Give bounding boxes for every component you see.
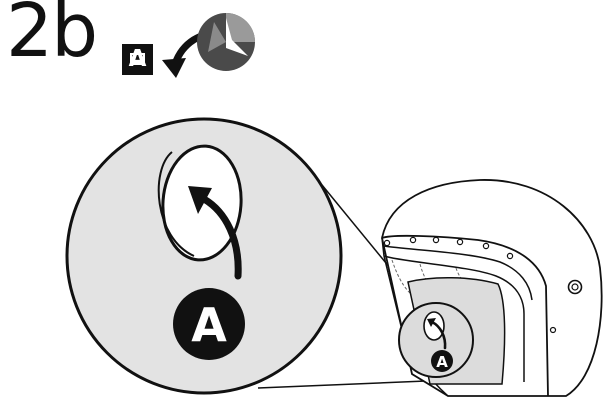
zoom-callout-label: A (191, 298, 227, 352)
zoom-detail-circle (65, 117, 343, 395)
part-badge-label: A (126, 48, 150, 71)
part-badge: A (122, 44, 153, 75)
helmet-rivets (383, 236, 514, 260)
helmet-callout-label: A (436, 353, 448, 371)
helmet-detail-circle (398, 302, 474, 378)
step-number: 2b (6, 0, 98, 74)
visor-rotation-icon (197, 13, 255, 71)
